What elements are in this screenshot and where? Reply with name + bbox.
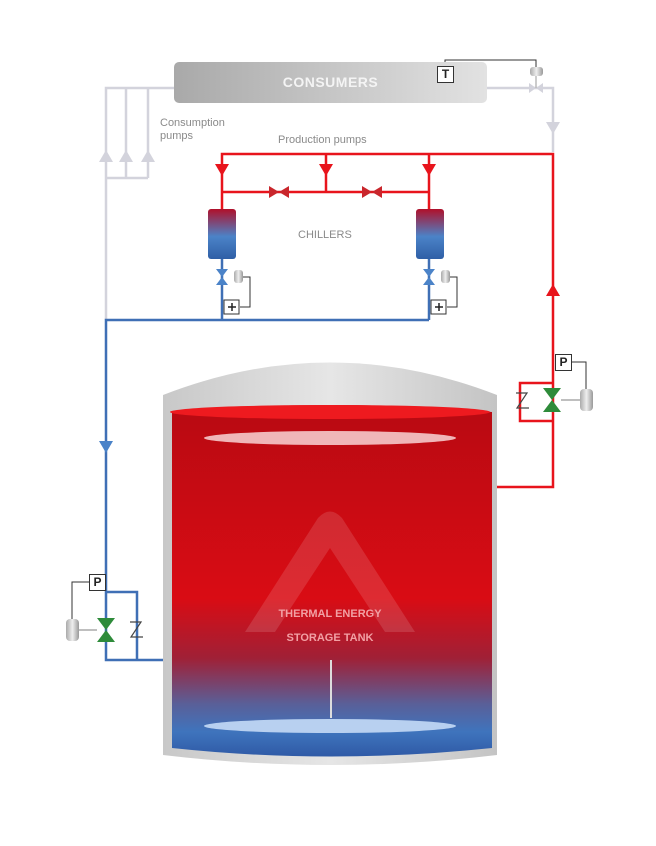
storage-tank [163, 362, 497, 765]
chiller-valves[interactable] [216, 269, 458, 315]
pressure-sensor-tag-left: P [89, 574, 106, 591]
logo-icon [245, 511, 415, 632]
consumption-pumps-label: Consumption pumps [160, 117, 225, 142]
tank-label-line2: STORAGE TANK [286, 632, 374, 644]
consumers-block [174, 62, 487, 103]
cold-control-valve[interactable] [66, 581, 143, 642]
pressure-sensor-tag-right: P [555, 354, 572, 371]
chillers-label: CHILLERS [298, 229, 352, 241]
return-piping [104, 86, 555, 320]
flow-arrow-icon [99, 441, 113, 453]
chiller-1 [208, 209, 236, 259]
tank-label-line1: THERMAL ENERGY [278, 608, 382, 620]
consumption-pump-icons [99, 122, 560, 162]
isolation-valve-icons[interactable] [269, 186, 382, 198]
temperature-sensor-tag: T [437, 66, 454, 83]
top-diffuser [204, 431, 456, 445]
consumers-title: CONSUMERS [282, 74, 379, 90]
bottom-diffuser [204, 719, 456, 733]
production-pumps-label: Production pumps [278, 134, 367, 146]
check-valve-icon [129, 621, 143, 638]
hot-control-valve[interactable] [515, 361, 593, 412]
check-valve-icon [515, 392, 529, 409]
production-pump-icons [215, 164, 560, 296]
chiller-2 [416, 209, 444, 259]
